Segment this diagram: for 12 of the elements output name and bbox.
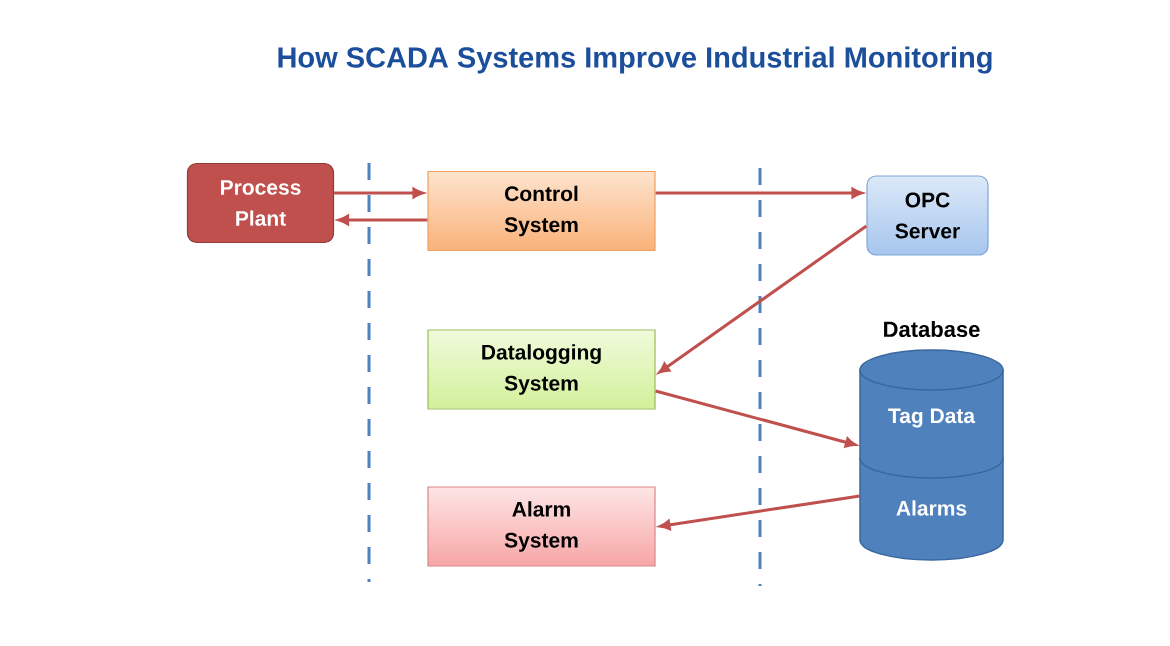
title: How SCADA Systems Improve Industrial Monitoring: [278, 46, 992, 74]
process-box: Process Plant: [186, 162, 335, 244]
process-box: Control System: [427, 170, 656, 252]
arrow: [658, 224, 868, 374]
process-box: Datalogging System: [427, 329, 656, 410]
process-box: Alarm System: [427, 486, 656, 567]
heading: Database: [884, 320, 980, 338]
server-box: OPC Server: [866, 175, 989, 256]
arrow: [655, 389, 857, 448]
arrow: [659, 494, 861, 531]
arrow: [334, 187, 424, 199]
arrow: [655, 187, 863, 199]
